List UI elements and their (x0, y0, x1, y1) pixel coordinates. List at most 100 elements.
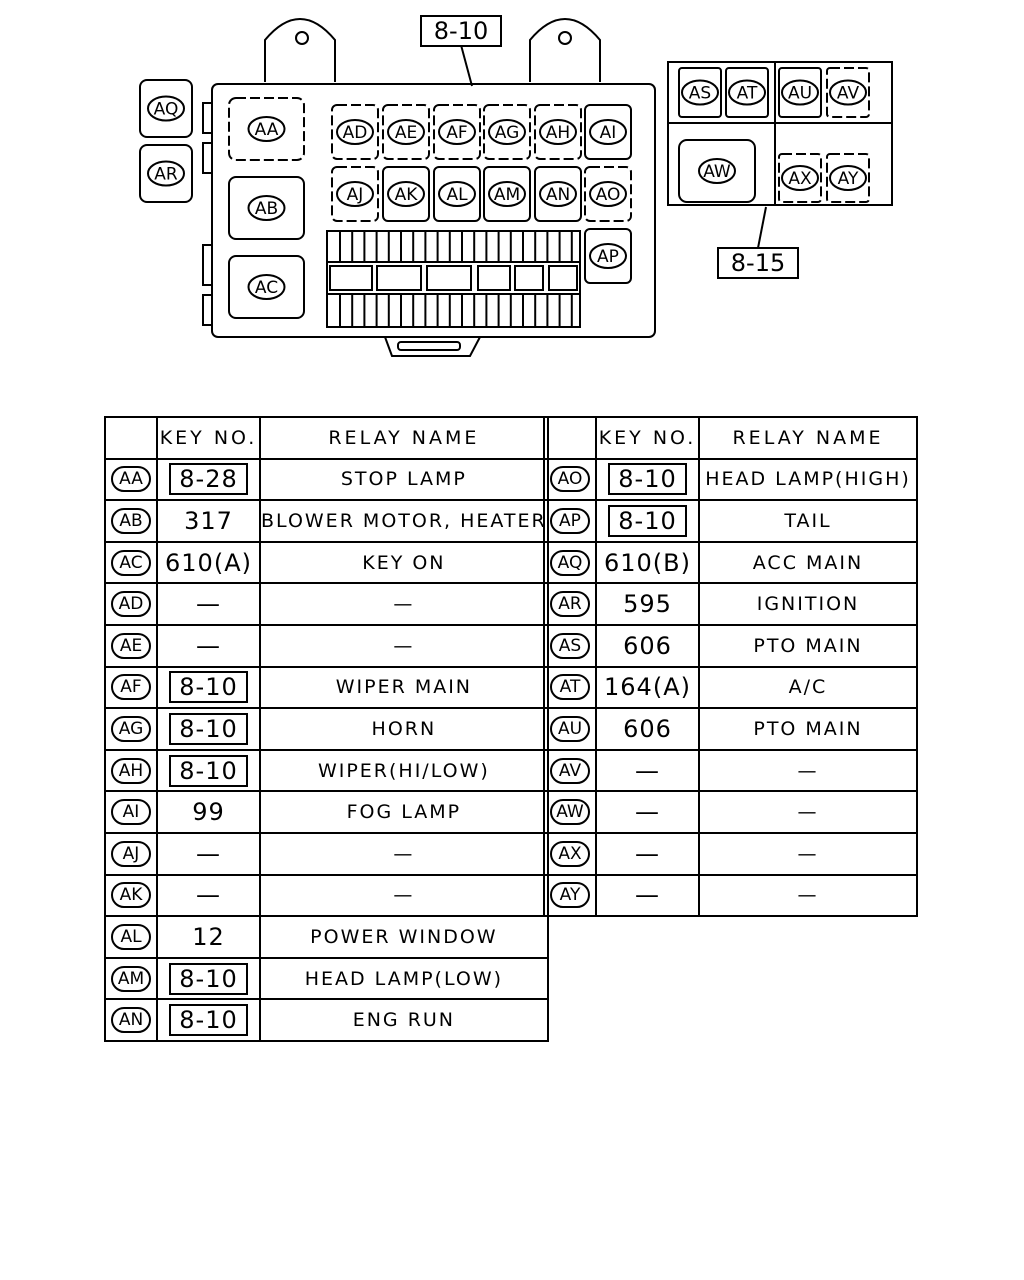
relay-name: — (259, 831, 549, 876)
relay-label: AF (446, 123, 467, 143)
relay-id: AE (111, 632, 151, 659)
relay-id: AO (550, 466, 590, 493)
key-no: 606 (623, 631, 672, 660)
relay-label: AV (837, 84, 860, 104)
key-no: 8-10 (169, 1004, 248, 1037)
key-no: 8-28 (169, 463, 248, 496)
table-row: AW—— (543, 790, 918, 834)
table-header-row: KEY NO. RELAY NAME (543, 416, 918, 460)
relay-name: KEY ON (259, 540, 549, 585)
relay-name: WIPER MAIN (259, 665, 549, 710)
relay-name: — (698, 748, 918, 793)
relay-ao: AO (584, 166, 632, 222)
relay-at: AT (725, 67, 769, 118)
header-relay-name: RELAY NAME (259, 416, 549, 460)
relay-av: AV (826, 67, 870, 118)
relay-name: ACC MAIN (698, 540, 918, 585)
relay-name: ENG RUN (259, 998, 549, 1042)
relay-id: AC (111, 549, 151, 576)
relay-name: IGNITION (698, 582, 918, 626)
relay-id: AB (111, 507, 151, 534)
relay-ah: AH (534, 104, 582, 160)
relay-ab: AB (228, 176, 305, 240)
relay-label: AT (737, 84, 758, 104)
relay-ax: AX (778, 153, 822, 203)
relay-ai: AI (584, 104, 632, 160)
relay-id: AM (111, 965, 151, 992)
relay-label: AQ (154, 100, 179, 120)
relay-label: AN (546, 185, 570, 205)
table-row: AX—— (543, 831, 918, 876)
key-no: — (635, 839, 660, 868)
relay-id: AF (111, 674, 151, 701)
key-no: 8-10 (169, 962, 248, 995)
key-no: 606 (623, 714, 672, 743)
relay-label: AH (546, 123, 570, 143)
main-box-callout: 8-10 (434, 17, 488, 45)
header-key-no: KEY NO. (595, 416, 700, 460)
relay-label: AA (255, 120, 279, 140)
relay-name: POWER WINDOW (259, 915, 549, 959)
relay-id: AW (550, 799, 590, 826)
relay-aa: AA (228, 97, 305, 161)
relay-id: AJ (111, 840, 151, 867)
side-relay-box (667, 61, 893, 206)
relay-label: AL (446, 185, 468, 205)
relay-label: AE (395, 123, 417, 143)
table-row: AE—— (104, 623, 549, 668)
relay-ae: AE (382, 104, 430, 160)
relay-label: AS (689, 84, 711, 104)
relay-ag: AG (483, 104, 531, 160)
relay-aq: AQ (139, 79, 193, 138)
key-no: 610(B) (604, 548, 691, 577)
relay-an: AN (534, 166, 582, 222)
table-row: AF 8-10 WIPER MAIN (104, 665, 549, 710)
key-no: 8-10 (608, 504, 687, 537)
relay-id: AV (550, 757, 590, 784)
relay-au: AU (778, 67, 822, 118)
relay-name: STOP LAMP (259, 457, 549, 502)
relay-name: WIPER(HI/LOW) (259, 748, 549, 793)
relay-id: AX (550, 840, 590, 867)
relay-label: AR (154, 165, 178, 185)
relay-name: — (698, 873, 918, 918)
table-header-row: KEY NO. RELAY NAME (104, 416, 549, 460)
relay-ay: AY (826, 153, 870, 203)
relay-label: AU (788, 84, 812, 104)
key-no: 8-10 (169, 671, 248, 704)
relay-ac: AC (228, 255, 305, 319)
relay-id: AS (550, 632, 590, 659)
relay-id: AT (550, 674, 590, 701)
relay-name: TAIL (698, 499, 918, 543)
relay-name: — (698, 790, 918, 834)
relay-id: AR (550, 591, 590, 618)
table-row: AJ—— (104, 831, 549, 876)
relay-ak: AK (382, 166, 430, 222)
relay-id: AP (550, 507, 590, 534)
key-no: 8-10 (169, 712, 248, 745)
relay-id: AU (550, 715, 590, 742)
key-no: 99 (192, 798, 225, 827)
key-no: 12 (192, 922, 225, 951)
key-no: — (196, 881, 221, 910)
relay-id: AQ (550, 549, 590, 576)
relay-label: AC (255, 278, 278, 298)
relay-label: AJ (347, 185, 364, 205)
relay-id: AG (111, 715, 151, 742)
relay-label: AK (395, 185, 419, 205)
relay-aj: AJ (331, 166, 379, 222)
relay-name: FOG LAMP (259, 790, 549, 834)
